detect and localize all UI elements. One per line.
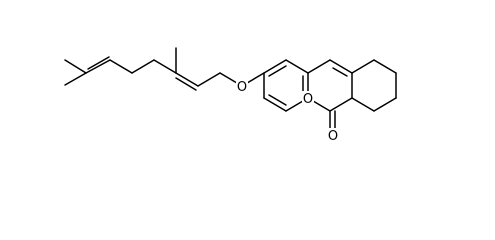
carbonyl-oxygen-bg — [326, 128, 340, 142]
bond-internal-alkene-inner — [175, 77, 197, 91]
bond-allylic — [197, 72, 221, 87]
bond-lactone-2 — [329, 59, 353, 74]
ring-oxygen-bg — [302, 91, 314, 105]
ether-oxygen-label: O — [237, 80, 247, 95]
bond-internal-alkene — [175, 72, 199, 87]
bond-lactone-1 — [307, 59, 331, 74]
bond-lactone-4 — [329, 97, 353, 112]
ether-oxygen-bg — [236, 79, 248, 93]
bond-aryl-2 — [285, 59, 309, 74]
bond-cyclohexene-2 — [373, 59, 397, 74]
bond-chain-3 — [153, 59, 177, 74]
bond-terminal-alkene — [85, 59, 111, 74]
bond-terminal-alkene-inner — [87, 56, 110, 70]
bond-cyclohexene-1 — [351, 59, 375, 74]
chemical-structure: O O O — [64, 47, 397, 144]
ring-oxygen-label: O — [303, 92, 313, 107]
bond-cyclohexene-4 — [373, 97, 397, 112]
carbonyl-oxygen-label: O — [328, 129, 338, 144]
bond-aryl-inner-c — [268, 94, 287, 106]
bond-aryl-1 — [263, 59, 287, 74]
bond-aryl-5 — [263, 97, 287, 112]
bond-methyl-terminal-a — [64, 59, 87, 74]
bond-aryl-inner-a — [268, 65, 287, 77]
bond-chain-2 — [131, 59, 155, 74]
bond-lactone-inner — [332, 67, 348, 77]
bond-methyl-terminal-b — [64, 72, 87, 86]
bond-chain-1 — [109, 59, 133, 74]
atom-labels: O O O — [236, 79, 340, 144]
bonds — [64, 47, 397, 135]
bond-cyclohexene-5 — [351, 97, 375, 112]
